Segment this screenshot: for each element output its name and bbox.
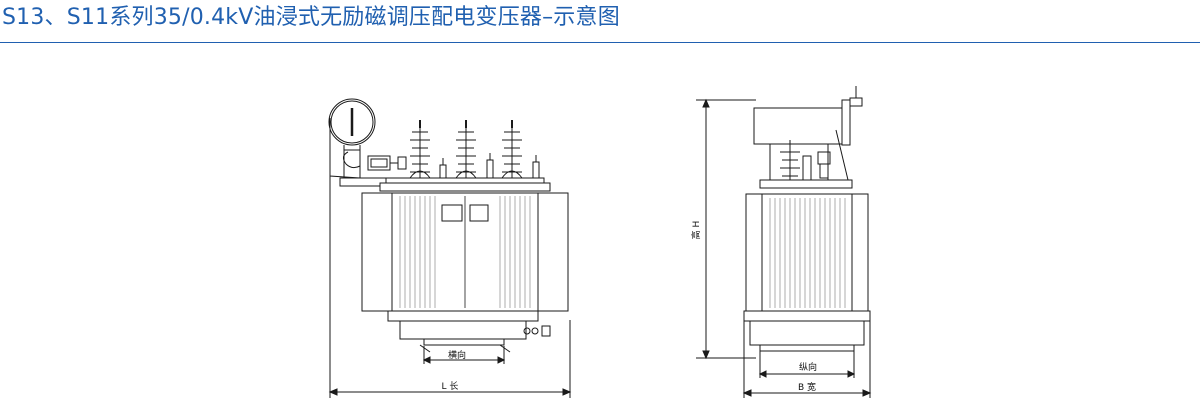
side-conservator xyxy=(753,86,863,181)
length-dimension xyxy=(328,176,572,398)
side-cover xyxy=(759,179,853,189)
lv-bushings xyxy=(439,153,540,179)
base-frame xyxy=(387,310,551,353)
height-dimension xyxy=(696,98,756,360)
tank-body xyxy=(361,192,569,312)
side-base xyxy=(743,310,871,358)
tank-cover xyxy=(379,182,551,192)
transverse-label: 横向 xyxy=(448,349,466,361)
side-tank xyxy=(745,193,869,312)
hv-bushings xyxy=(409,120,523,179)
title-underline xyxy=(0,42,1200,43)
transverse-dimension xyxy=(422,346,506,364)
side-view: 高 H 纵向 B 宽 xyxy=(690,86,872,398)
front-view: 横向 L 长 xyxy=(328,98,572,398)
conservator xyxy=(328,98,396,187)
longitudinal-dimension xyxy=(758,358,856,378)
height-label: 高 H xyxy=(690,221,702,240)
page-title: S13、S11系列35/0.4kV油浸式无励磁调压配电变压器–示意图 xyxy=(2,5,620,30)
width-label: B 宽 xyxy=(798,381,816,393)
width-dimension xyxy=(742,321,872,398)
longitudinal-label: 纵向 xyxy=(799,361,817,373)
side-bushings xyxy=(780,140,831,181)
length-label: L 长 xyxy=(442,380,459,392)
gas-relay-pipe xyxy=(342,151,407,171)
